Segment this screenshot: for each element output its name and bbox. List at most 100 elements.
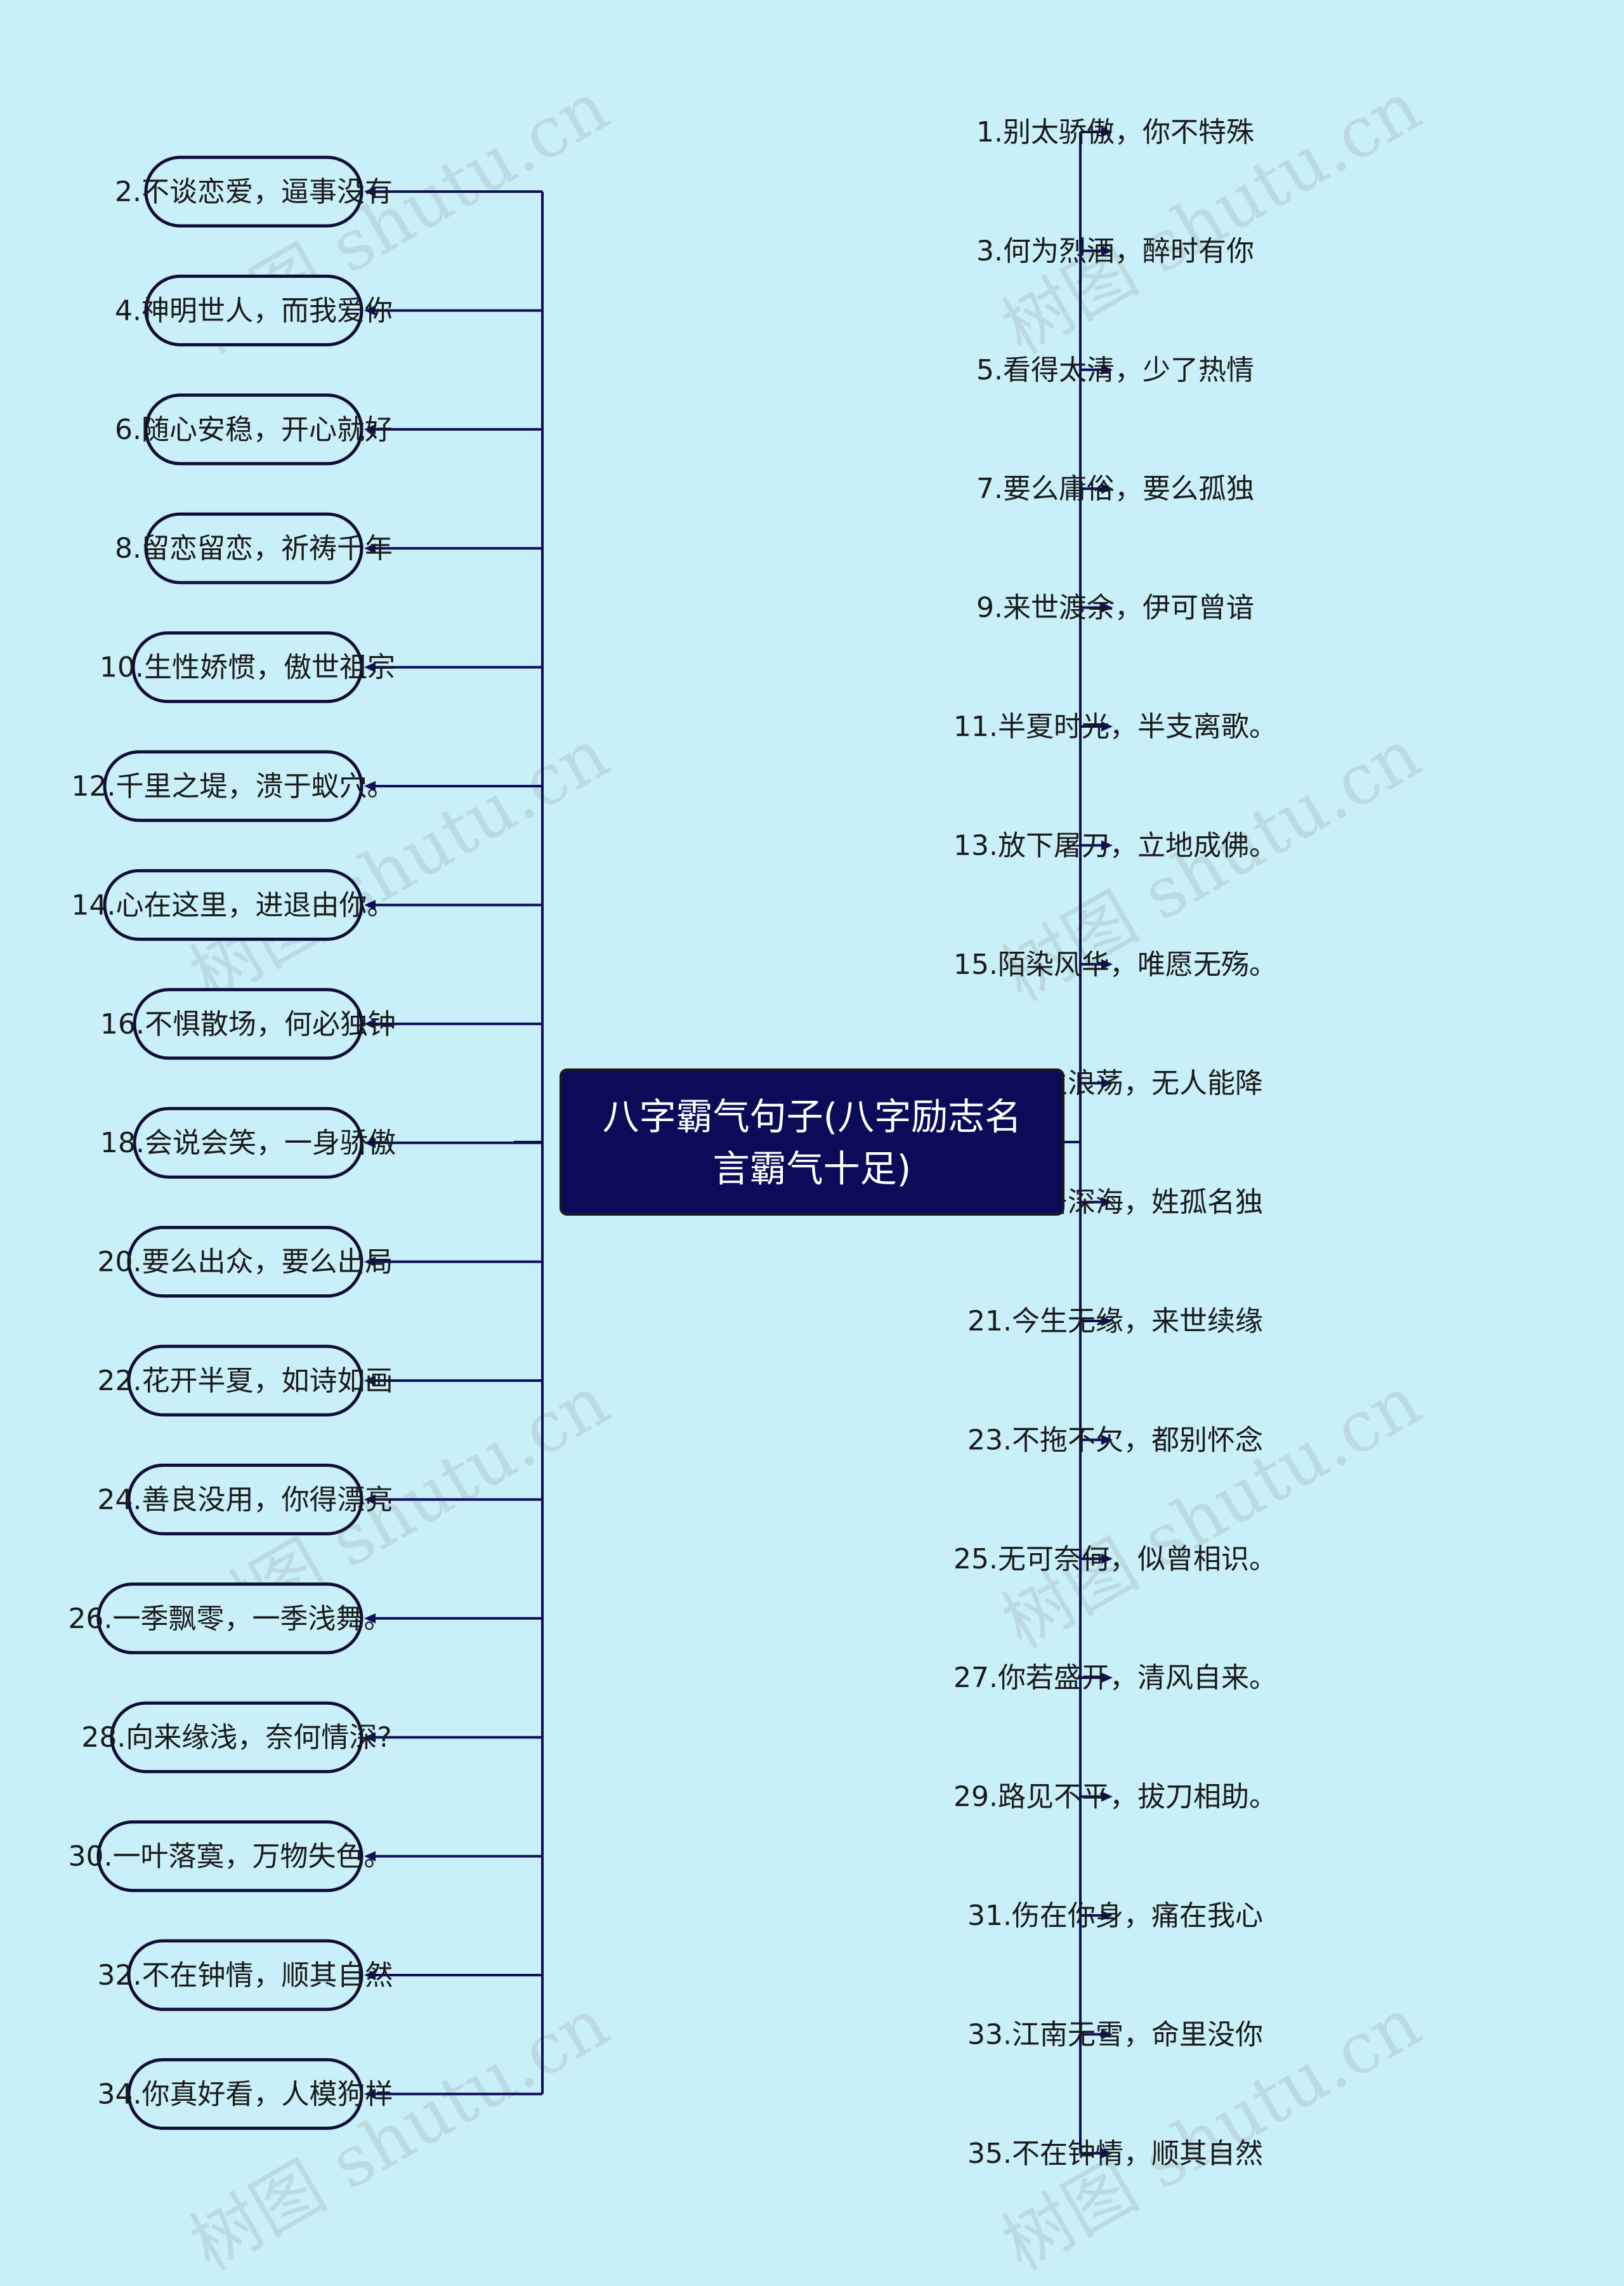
left-node-label: 32.不在钟情，顺其自然 [98, 1959, 393, 1992]
right-node-label: 25.无可奈何，似曾相识。 [953, 1543, 1277, 1575]
right-arrow-head [1101, 1197, 1113, 1207]
left-node[interactable]: 2.不谈恋爱，逼事没有 [115, 155, 393, 228]
left-arrow-head [364, 1138, 376, 1148]
left-node-box[interactable] [144, 274, 363, 346]
right-arrow-head [1101, 602, 1113, 613]
left-branch: 2.不谈恋爱，逼事没有 4.神明世人，而我爱你 6.随心安稳，开心就好 8.留恋留恋，… [69, 155, 396, 2130]
right-arrow-head [1101, 2148, 1113, 2158]
right-node-label: 21.今生无缘，来世续缘 [967, 1305, 1263, 1337]
left-node[interactable]: 4.神明世人，而我爱你 [115, 274, 393, 346]
right-node-label: 9.来世渡余，伊可曾谙 [976, 592, 1254, 624]
left-node[interactable]: 14.心在这里，进退由你。 [72, 869, 395, 941]
left-node-label: 28.向来缘浅，奈何情深? [81, 1721, 391, 1754]
left-arrow-head [364, 187, 376, 197]
right-node[interactable]: 31.伤在你身，痛在我心 [967, 1900, 1263, 1932]
left-node-box[interactable] [103, 869, 363, 941]
center-topic-line-2: 言霸气十足) [713, 1147, 912, 1190]
right-node[interactable]: 5.看得太清，少了热情 [976, 354, 1254, 386]
left-node[interactable]: 18.会说会笑，一身骄傲 [100, 1107, 396, 1179]
left-arrow-head [364, 1851, 376, 1862]
left-arrow-head [364, 1494, 376, 1505]
left-arrow-head [364, 900, 376, 910]
center-topic-node[interactable]: 八字霸气句子(八字励志名 言霸气十足) [560, 1068, 1064, 1216]
left-arrow-head [364, 1018, 376, 1029]
right-node-label: 7.要么庸俗，要么孤独 [976, 473, 1254, 505]
left-node[interactable]: 24.善良没用，你得漂亮 [98, 1463, 393, 1535]
left-arrow-head [364, 1613, 376, 1624]
right-arrow-head [1101, 1553, 1113, 1564]
left-node-box[interactable] [96, 1820, 363, 1893]
left-node-box[interactable] [110, 1701, 363, 1773]
left-node[interactable]: 26.一季飘零，一季浅舞。 [69, 1582, 392, 1655]
left-arrow-head [364, 2089, 376, 2099]
right-arrow-head [1101, 364, 1113, 375]
left-node-box[interactable] [133, 988, 363, 1060]
left-arrow-head [364, 1376, 376, 1386]
right-arrow-head [1101, 1672, 1113, 1683]
left-node-label: 14.心在这里，进退由你。 [72, 889, 395, 921]
left-node[interactable]: 8.留恋留恋，祈祷千年 [115, 512, 393, 584]
left-node-box[interactable] [133, 1107, 363, 1179]
left-node-label: 18.会说会笑，一身骄傲 [100, 1127, 396, 1159]
right-node[interactable]: 21.今生无缘，来世续缘 [967, 1305, 1263, 1337]
connector-lines [364, 127, 1113, 2158]
left-node[interactable]: 34.你真好看，人模狗样 [98, 2058, 393, 2130]
watermark-text: 树图 shutu.cn [989, 66, 1434, 370]
left-node[interactable]: 30.一叶落寞，万物失色。 [69, 1820, 392, 1893]
left-node-label: 6.随心安稳，开心就好 [115, 414, 393, 446]
right-node[interactable]: 7.要么庸俗，要么孤独 [976, 473, 1254, 505]
right-arrow-head [1101, 959, 1113, 969]
right-node-label: 5.看得太清，少了热情 [976, 354, 1254, 386]
right-arrow-head [1101, 1910, 1113, 1921]
left-node-label: 26.一季飘零，一季浅舞。 [69, 1603, 392, 1635]
left-node-box[interactable] [127, 1344, 363, 1417]
right-node[interactable]: 13.放下屠刀，立地成佛。 [953, 829, 1277, 862]
left-node[interactable]: 12.千里之堤，溃于蚁穴。 [72, 750, 395, 822]
left-node-box[interactable] [96, 1582, 363, 1655]
right-node[interactable]: 35.不在钟情，顺其自然 [967, 2138, 1263, 2170]
right-node[interactable]: 23.不拖不欠，都别怀念 [967, 1424, 1263, 1456]
left-node-box[interactable] [127, 1463, 363, 1535]
right-node[interactable]: 29.路见不平，拔刀相助。 [953, 1781, 1277, 1813]
left-node-box[interactable] [127, 2058, 363, 2130]
right-node-label: 23.不拖不欠，都别怀念 [967, 1424, 1263, 1456]
left-node[interactable]: 6.随心安稳，开心就好 [115, 393, 393, 466]
left-node-box[interactable] [127, 1226, 363, 1298]
right-arrow-head [1101, 2029, 1113, 2040]
center-topic-box[interactable] [560, 1068, 1064, 1216]
left-node[interactable]: 20.要么出众，要么出局 [98, 1226, 393, 1298]
left-node[interactable]: 22.花开半夏，如诗如画 [98, 1344, 393, 1417]
left-node[interactable]: 32.不在钟情，顺其自然 [98, 1939, 393, 2011]
left-node-label: 8.留恋留恋，祈祷千年 [115, 532, 393, 565]
right-node[interactable]: 15.陌染风华，唯愿无殇。 [953, 949, 1277, 981]
right-node-label: 15.陌染风华，唯愿无殇。 [953, 949, 1277, 981]
right-node[interactable]: 25.无可奈何，似曾相识。 [953, 1543, 1277, 1575]
left-node-box[interactable] [144, 155, 363, 228]
right-node[interactable]: 1.别太骄傲，你不特殊 [976, 116, 1254, 148]
right-node[interactable]: 27.你若盛开，清风自来。 [953, 1662, 1277, 1694]
right-node[interactable]: 3.何为烈酒，醉时有你 [976, 235, 1254, 267]
right-node[interactable]: 33.江南无雪，命里没你 [967, 2018, 1263, 2051]
right-arrow-head [1101, 840, 1113, 851]
right-node[interactable]: 9.来世渡余，伊可曾谙 [976, 592, 1254, 624]
left-node[interactable]: 28.向来缘浅，奈何情深? [81, 1701, 392, 1773]
right-node[interactable]: 11.半夏时光，半支离歌。 [953, 711, 1277, 743]
left-node[interactable]: 16.不惧散场，何必独钟 [100, 988, 396, 1060]
right-branch: 1.别太骄傲，你不特殊 3.何为烈酒，醉时有你 5.看得太清，少了热情 7.要么庸俗，… [953, 116, 1277, 2170]
left-node-box[interactable] [144, 512, 363, 584]
left-node[interactable]: 10.生性娇惯，傲世祖宗 [100, 631, 395, 704]
right-arrow-head [1101, 1435, 1113, 1445]
left-arrow-head [364, 543, 376, 554]
left-arrow-head [364, 424, 376, 435]
left-node-box[interactable] [144, 393, 363, 466]
left-node-box[interactable] [127, 1939, 363, 2011]
left-node-label: 12.千里之堤，溃于蚁穴。 [72, 770, 395, 803]
right-node-label: 33.江南无雪，命里没你 [967, 2018, 1263, 2051]
watermark-text: 树图 shutu.cn [177, 1982, 622, 2286]
left-node-box[interactable] [103, 750, 363, 822]
right-arrow-head [1101, 721, 1113, 732]
left-node-box[interactable] [131, 631, 363, 704]
right-node-label: 1.别太骄傲，你不特殊 [976, 116, 1254, 148]
right-node-label: 3.何为烈酒，醉时有你 [976, 235, 1254, 267]
